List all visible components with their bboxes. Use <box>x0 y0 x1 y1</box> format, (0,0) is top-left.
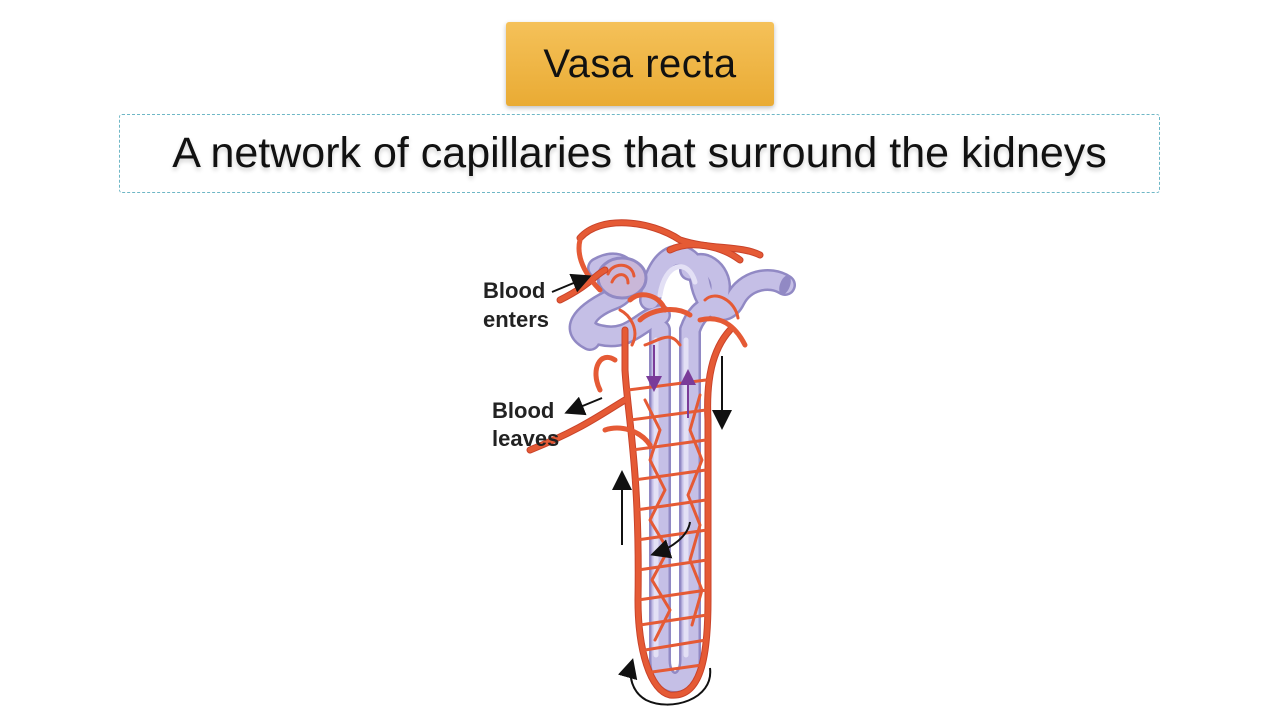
title-box: Vasa recta <box>506 22 774 106</box>
label-blood-enters-line1: Blood <box>483 278 545 303</box>
label-blood-enters-line2: enters <box>483 307 549 332</box>
label-blood-leaves-line2: leaves <box>492 426 559 451</box>
label-blood-leaves-line1: Blood <box>492 398 554 423</box>
tubule-flow-arrows <box>646 345 696 418</box>
subtitle-box: A network of capillaries that surround t… <box>119 114 1160 193</box>
nephron-tubule <box>568 244 796 694</box>
blood-flow-arrows <box>551 273 732 706</box>
slide-subtitle: A network of capillaries that surround t… <box>172 129 1107 177</box>
slide-title: Vasa recta <box>543 41 737 86</box>
